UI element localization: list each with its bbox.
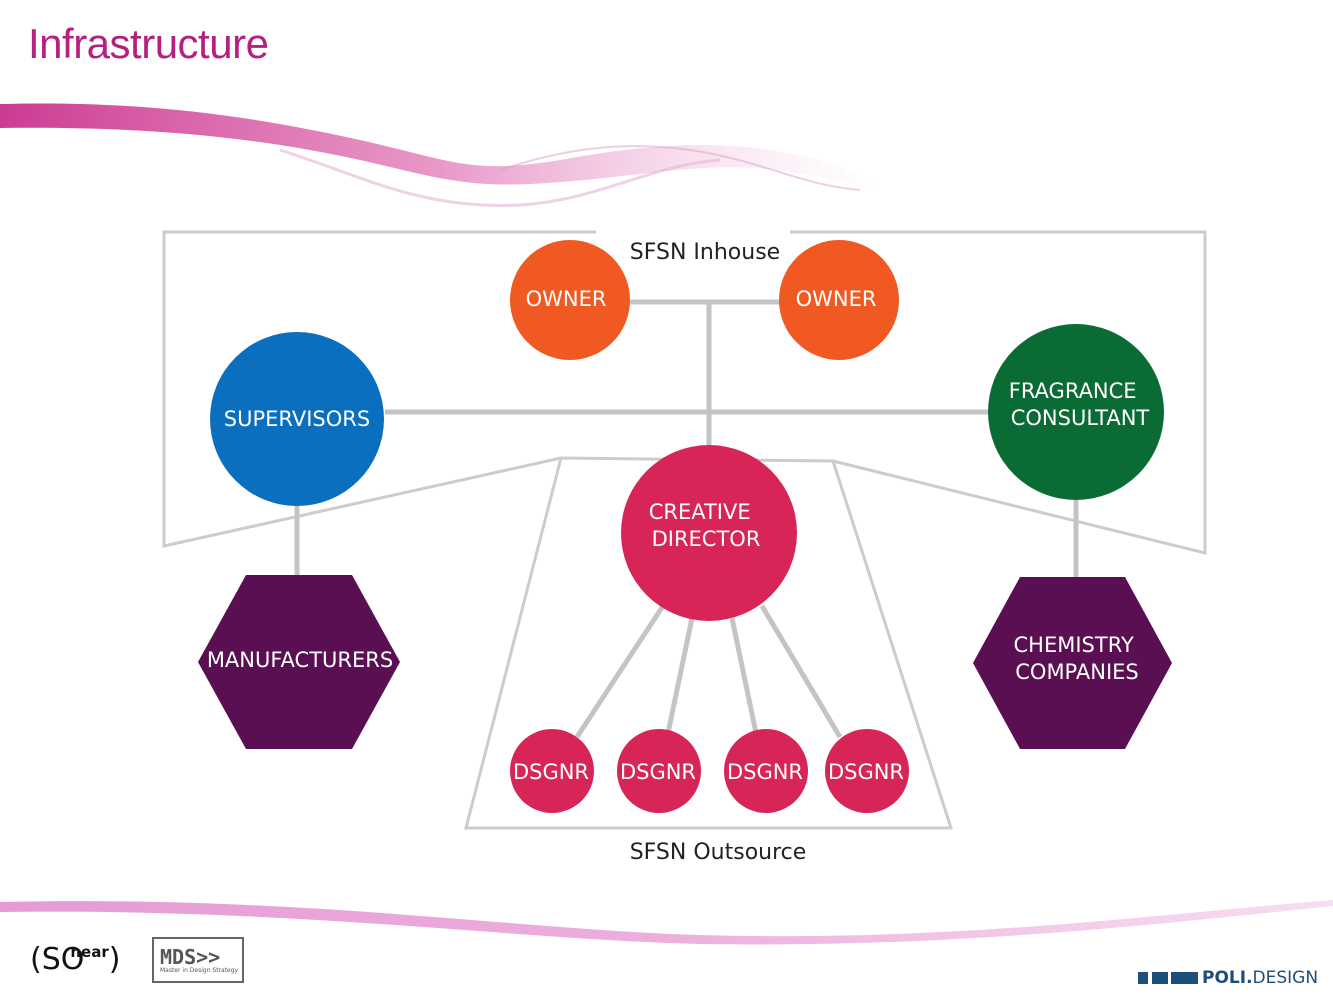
sonear-logo-close: ) <box>108 942 121 977</box>
sonear-logo: (SOnear) <box>30 942 120 977</box>
mds-logo-tagline: Master in Design Strategy <box>160 967 239 974</box>
svg-text:MANUFACTURERS: MANUFACTURERS <box>207 648 393 672</box>
designer-node-4: DSGNR <box>825 729 909 813</box>
manufacturers-label: MANUFACTURERS <box>207 648 393 672</box>
supervisors-label: SUPERVISORS <box>224 407 370 431</box>
svg-text:CHEMISTRY COMPANIES: CHEMISTRY COMPANIES <box>1014 633 1141 684</box>
polidesign-blocks-icon <box>1138 972 1198 984</box>
designer-label-2: DSGNR <box>620 760 696 784</box>
designer-label-1: DSGNR <box>513 760 589 784</box>
sonear-logo-sup: near <box>70 943 109 961</box>
chemistry-companies-node: CHEMISTRY COMPANIES <box>973 577 1172 749</box>
polidesign-logo-rest: DESIGN <box>1252 968 1319 988</box>
creative-director-label-line1: CREATIVE <box>649 500 751 524</box>
mds-logo-text: MDS>> <box>160 945 221 969</box>
connectors <box>294 299 1079 739</box>
mds-logo: MDS>> Master in Design Strategy <box>152 937 244 983</box>
designer-label-4: DSGNR <box>828 760 904 784</box>
fragrance-consultant-label-line1: FRAGRANCE <box>1009 379 1137 403</box>
svg-text:CREATIVE DIRECTOR: CREATIVE DIRECTOR <box>649 500 761 551</box>
owner-right-label: OWNER <box>796 287 877 311</box>
decorative-swoosh-bottom <box>0 900 1333 945</box>
fragrance-consultant-label-line2: CONSULTANT <box>1011 406 1150 430</box>
chemistry-companies-label-line2: COMPANIES <box>1015 660 1139 684</box>
inhouse-group-outline <box>162 230 596 548</box>
svg-text:OWNER: OWNER <box>796 287 877 311</box>
connector-dsgnr-2 <box>665 617 695 734</box>
fragrance-consultant-node: FRAGRANCE CONSULTANT <box>988 324 1164 500</box>
designer-node-1: DSGNR <box>510 729 594 813</box>
slide-title: Infrastructure <box>28 20 269 67</box>
polidesign-logo-bold: POLI. <box>1202 968 1253 988</box>
chemistry-companies-label-line1: CHEMISTRY <box>1014 633 1134 657</box>
owner-left-label: OWNER <box>526 287 607 311</box>
inhouse-group-outline-right <box>790 230 1207 555</box>
svg-text:FRAGRANCE CONSULTANT: FRAGRANCE CONSULTANT <box>1009 379 1150 430</box>
svg-text:OWNER: OWNER <box>526 287 607 311</box>
connector-dsgnr-3 <box>729 617 759 734</box>
decorative-swoosh-top <box>0 103 880 207</box>
inhouse-label: SFSN Inhouse <box>630 240 780 265</box>
owner-node-right: OWNER <box>779 240 899 360</box>
manufacturers-node: MANUFACTURERS <box>198 575 400 749</box>
creative-director-node: CREATIVE DIRECTOR <box>621 445 797 621</box>
polidesign-logo: POLI.DESIGN <box>1138 968 1318 988</box>
designer-node-2: DSGNR <box>617 729 701 813</box>
connector-dsgnr-1 <box>574 604 666 739</box>
outsource-label: SFSN Outsource <box>630 840 807 865</box>
sonear-logo-open: (SO <box>30 942 85 977</box>
connector-dsgnr-4 <box>759 604 843 739</box>
supervisors-node: SUPERVISORS <box>210 332 384 506</box>
designer-label-3: DSGNR <box>727 760 803 784</box>
designer-node-3: DSGNR <box>724 729 808 813</box>
creative-director-label-line2: DIRECTOR <box>652 527 761 551</box>
svg-text:SUPERVISORS: SUPERVISORS <box>224 407 370 431</box>
owner-node-left: OWNER <box>510 240 630 360</box>
